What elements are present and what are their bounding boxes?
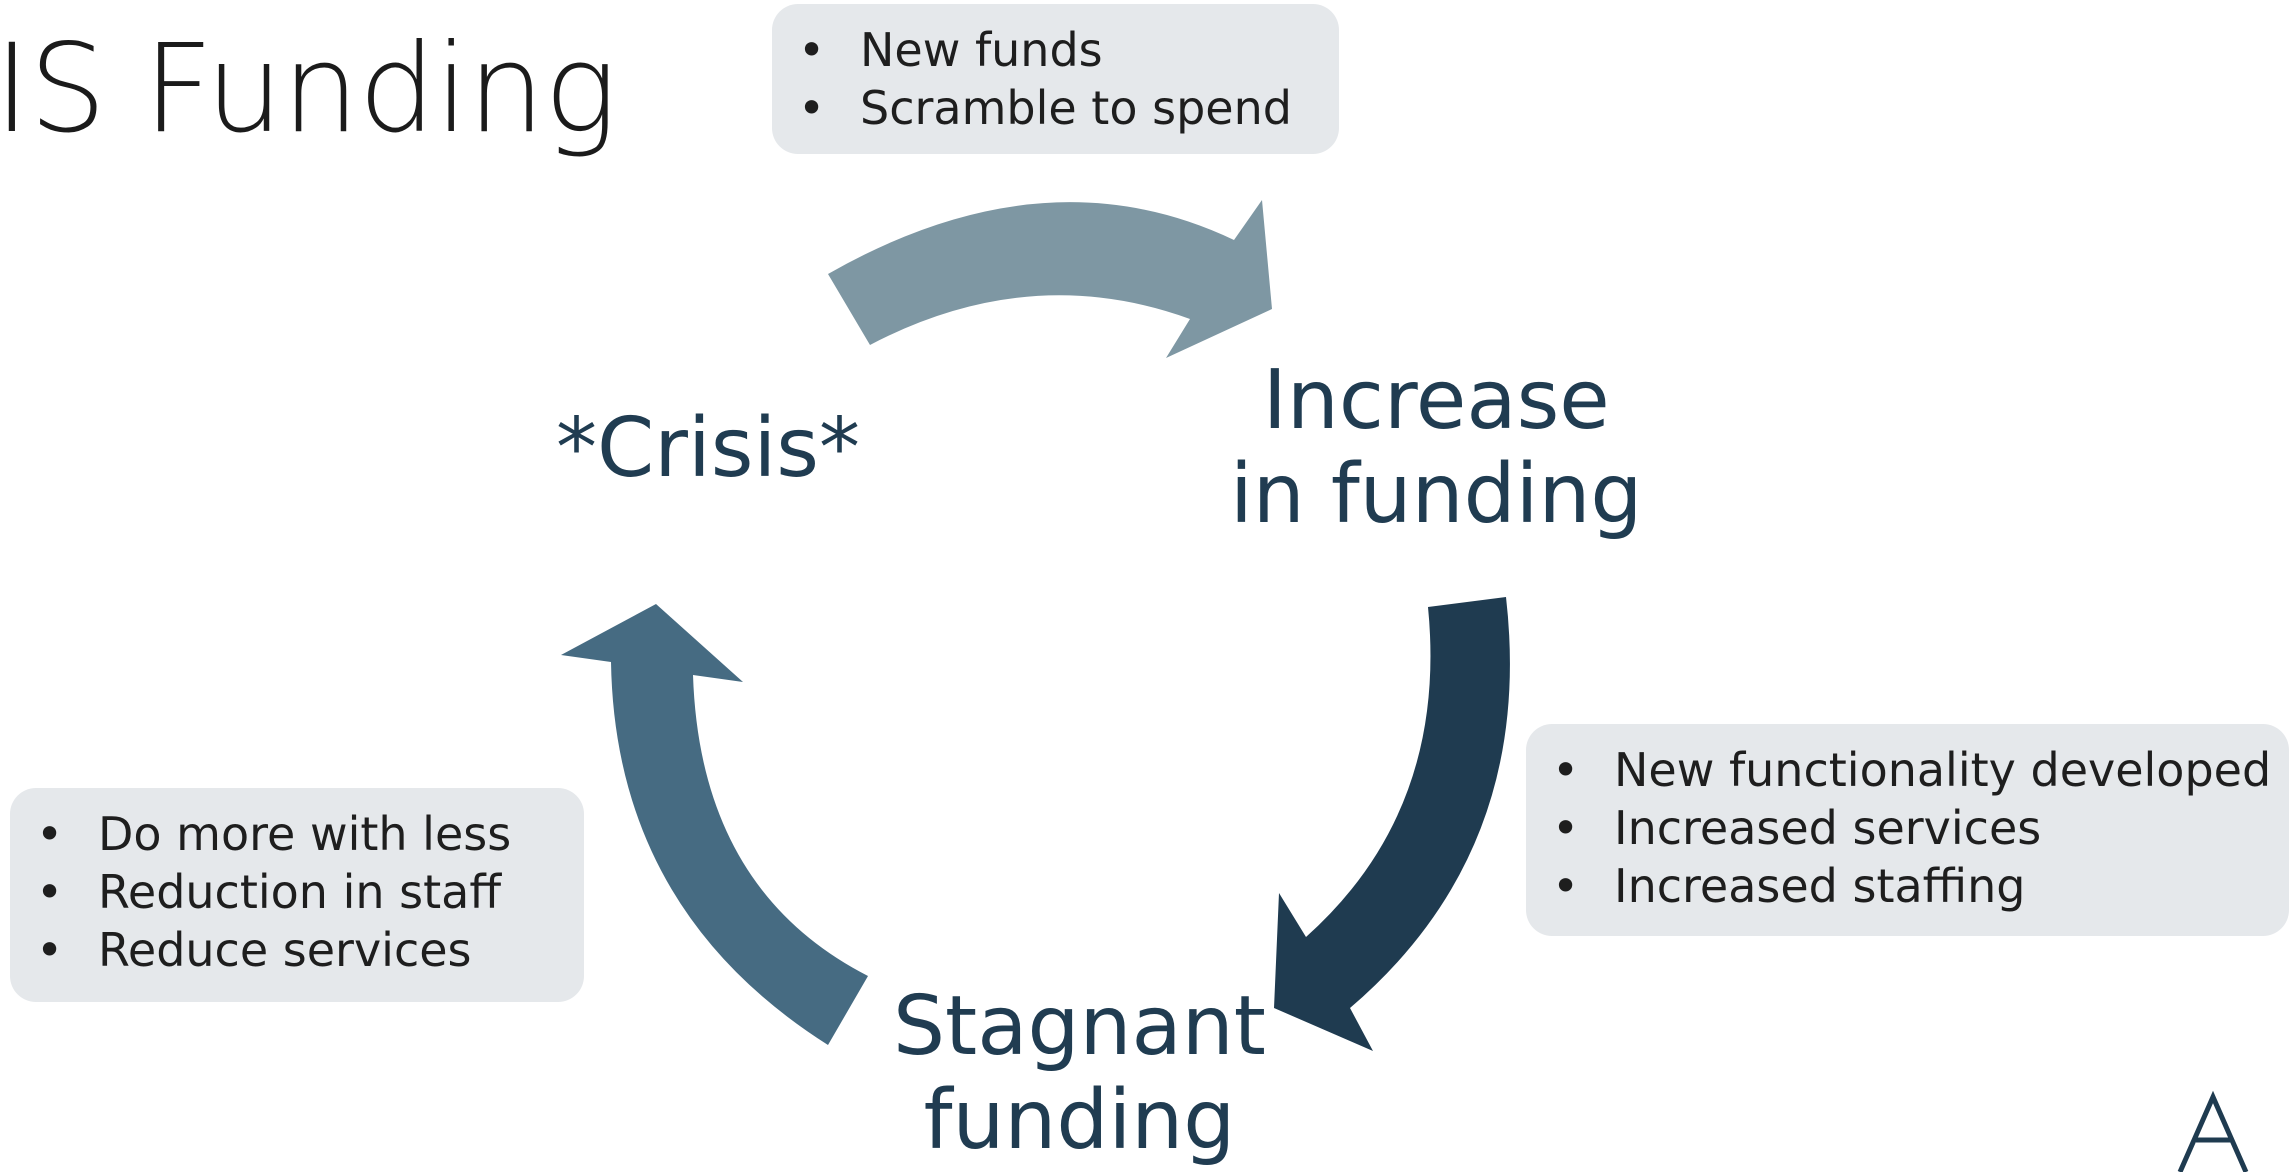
node-crisis: *Crisis* xyxy=(556,402,860,496)
page-title: IS Funding xyxy=(0,18,617,160)
node-increase-in-funding: Increase in funding xyxy=(1230,354,1642,542)
arrow-stagnant-to-crisis xyxy=(561,604,868,1045)
node-increase-line1: Increase xyxy=(1262,353,1610,448)
node-stagnant-line2: funding xyxy=(923,1073,1236,1168)
list-item: •New functionality developed xyxy=(1552,743,2272,797)
node-stagnant-funding: Stagnant funding xyxy=(893,980,1266,1168)
list-item: •Reduce services xyxy=(36,923,472,977)
node-crisis-label: *Crisis* xyxy=(556,401,860,496)
arrow-crisis-to-increase xyxy=(828,200,1272,358)
node-stagnant-line1: Stagnant xyxy=(893,979,1266,1074)
list-item: •Do more with less xyxy=(36,807,512,861)
callout-left: •Do more with less •Reduction in staff •… xyxy=(10,788,584,1002)
stylized-A-logo-icon xyxy=(2177,1090,2249,1172)
callout-top: •New funds •Scramble to spend xyxy=(772,4,1339,154)
list-item: •New funds xyxy=(798,23,1103,77)
list-item: •Increased staffing xyxy=(1552,859,2026,913)
list-item: •Scramble to spend xyxy=(798,81,1292,135)
list-item: •Increased services xyxy=(1552,801,2042,855)
list-item: •Reduction in staff xyxy=(36,865,502,919)
arrow-increase-to-stagnant xyxy=(1274,597,1510,1051)
node-increase-line2: in funding xyxy=(1230,447,1643,542)
callout-right: •New functionality developed •Increased … xyxy=(1526,724,2289,936)
company-logo xyxy=(2177,1090,2249,1172)
